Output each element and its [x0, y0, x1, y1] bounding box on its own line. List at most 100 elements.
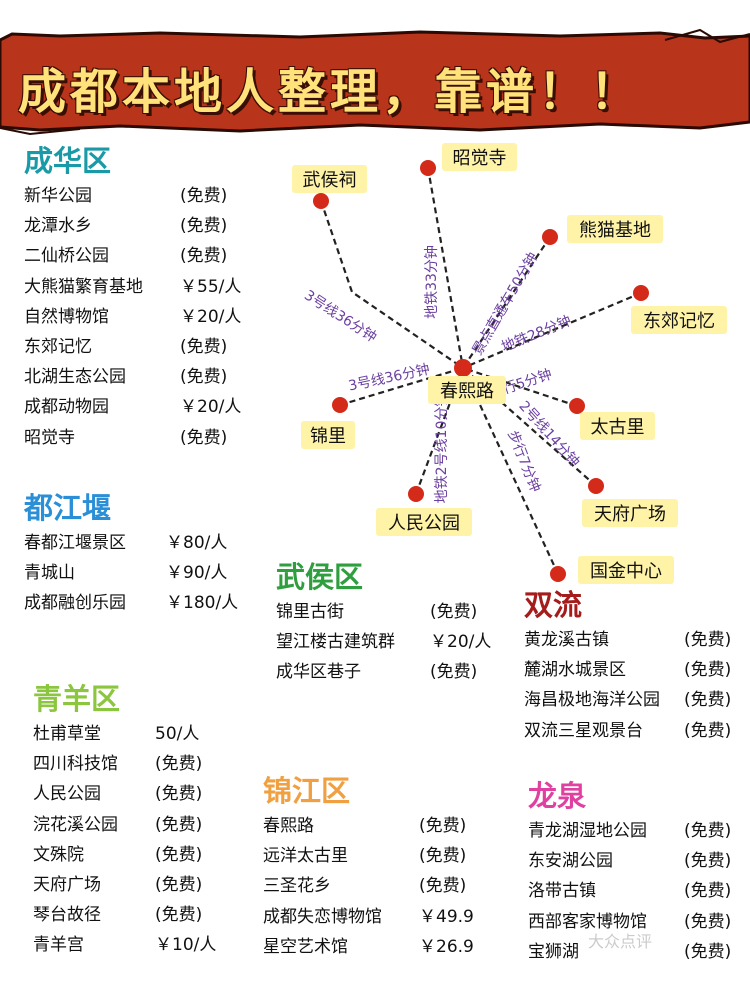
district-chenghua: 成华区 新华公园(免费)龙潭水乡(免费)二仙桥公园(免费)大熊猫繁育基地￥55/… [24, 143, 264, 453]
list-item: 青羊宫 ￥10/人 [33, 930, 253, 960]
destination-node [588, 478, 604, 494]
attraction-price: ￥90/人 [166, 563, 228, 584]
district-longquan: 龙泉 青龙湖湿地公园(免费)东安湖公园(免费)洛带古镇(免费)西部客家博物馆(免… [528, 778, 750, 967]
destination-label: 国金中心 [590, 561, 662, 582]
district-jinjiang: 锦江区 春熙路(免费)远洋太古里(免费) 三圣花乡 (免费) 成都失恋博物馆￥49.9… [263, 773, 503, 962]
district-title: 成华区 [24, 144, 112, 178]
attraction-name: 二仙桥公园 [24, 246, 109, 267]
route-line [462, 367, 597, 487]
list-item: 文殊院(免费) [33, 840, 253, 870]
destination-label-bg [301, 421, 355, 449]
attraction-name: 成都失恋博物馆 [263, 906, 382, 927]
attraction-name: 成都融创乐园 [24, 593, 126, 614]
attraction-price: 50/人 [155, 724, 200, 744]
attraction-price: ￥20/人 [430, 632, 492, 653]
hub-label-bg [428, 376, 506, 404]
attraction-price: ￥180/人 [166, 593, 239, 614]
list-item: 黄龙溪古镇(免费) [524, 625, 750, 655]
destination-label: 东郊记忆 [643, 311, 715, 332]
list-item: 成华区巷子(免费) [276, 657, 516, 687]
attraction-price: (免费) [684, 851, 732, 872]
attraction-name: 自然博物馆 [24, 306, 109, 327]
attraction-price: (免费) [155, 814, 203, 835]
attraction-name: 青城山 [24, 563, 75, 584]
attraction-name: 麓湖水城景区 [524, 660, 626, 681]
attraction-name: 双流三星观景台 [524, 720, 643, 741]
list-item: 东安湖公园 (免费) [528, 846, 750, 876]
list-item: 成都动物园￥20/人 [24, 392, 264, 422]
route-info: 地铁28分钟 [499, 312, 574, 355]
destination-label-bg [292, 165, 367, 193]
list-item: 龙潭水乡(免费) [24, 211, 264, 241]
list-item: 望江楼古建筑群 ￥20/人 [276, 627, 516, 657]
list-item: 北湖生态公园(免费) [24, 362, 264, 392]
list-item: 双流三星观景台(免费) [524, 716, 750, 746]
list-item: 春都江堰景区￥80/人 [24, 528, 264, 558]
district-wuhou: 武侯区 锦里古街(免费)望江楼古建筑群￥20/人成华区巷子(免费) [276, 559, 516, 688]
attraction-name: 大熊猫繁育基地 [24, 276, 143, 297]
district-title: 双流 [524, 588, 583, 622]
attraction-price: (免费) [155, 905, 203, 926]
destination-node [408, 486, 424, 502]
list-item: 昭觉寺(免费) [24, 423, 264, 453]
destination-label: 熊猫基地 [579, 220, 651, 241]
destination-label: 太古里 [591, 417, 645, 438]
attraction-price: (免费) [684, 821, 732, 841]
list-item: 成都失恋博物馆￥49.9 [263, 902, 503, 932]
attraction-name: 海昌极地海洋公园 [524, 690, 660, 711]
attraction-name: 东安湖公园 [528, 851, 613, 872]
list-item: 西部客家博物馆(免费) [528, 907, 750, 937]
list-item: 远洋太古里(免费) [263, 841, 503, 871]
list-item: 浣花溪公园(免费) [33, 810, 253, 840]
attraction-name: 天府广场 [33, 874, 101, 895]
list-item: 麓湖水城景区(免费) [524, 655, 750, 685]
list-item: 春熙路(免费) [263, 811, 503, 841]
attraction-price: (免费) [180, 427, 228, 448]
district-title: 锦江区 [263, 774, 351, 808]
attraction-name: 文殊院 [33, 844, 84, 865]
list-item: 东郊记忆(免费) [24, 332, 264, 362]
attraction-price: (免费) [180, 246, 228, 267]
attraction-price: ￥10/人 [155, 935, 217, 956]
title-banner: 成都本地人整理，靠谱！！ [0, 0, 750, 140]
route-line [462, 236, 551, 369]
destination-label: 武侯祠 [303, 170, 357, 191]
attraction-name: 洛带古镇 [528, 881, 596, 902]
attraction-price: (免费) [180, 186, 228, 206]
district-dujiangyan: 都江堰 春都江堰景区￥80/人青城山￥90/人成都融创乐园￥180/人 [24, 490, 264, 619]
attraction-name: 四川科技馆 [33, 754, 118, 775]
list-item: 四川科技馆(免费) [33, 749, 253, 779]
attraction-price: (免费) [684, 630, 732, 650]
destination-label: 锦里 [310, 426, 346, 447]
attraction-price: (免费) [419, 846, 467, 867]
attraction-name: 青羊宫 [33, 935, 84, 956]
route-line [426, 167, 465, 369]
attraction-name: 春熙路 [263, 816, 314, 836]
destination-node [542, 229, 558, 245]
destination-label-bg [442, 143, 517, 171]
attraction-name: 三圣花乡 [263, 876, 331, 897]
destination-label-bg [580, 412, 655, 440]
destination-node [550, 566, 566, 582]
list-item: 宝狮湖(免费) [528, 937, 750, 967]
attraction-price: (免费) [155, 784, 203, 805]
route-info: 3号线36分钟 [347, 361, 431, 395]
destination-node [313, 193, 329, 209]
district-title: 武侯区 [276, 560, 364, 594]
banner-title: 成都本地人整理，靠谱！！ [18, 64, 643, 120]
destination-label-bg [582, 499, 678, 527]
destination-node [633, 285, 649, 301]
route-line [414, 367, 465, 495]
route-line [462, 367, 559, 575]
attraction-name: 东郊记忆 [24, 336, 92, 357]
list-item: 大熊猫繁育基地￥55/人 [24, 272, 264, 302]
route-info: 2号线14分钟 [515, 398, 583, 471]
attraction-name: 望江楼古建筑群 [276, 632, 395, 653]
attraction-price: ￥20/人 [180, 306, 242, 327]
attraction-name: 成都动物园 [24, 397, 109, 418]
route-info: 3号线36分钟 [301, 287, 380, 346]
attraction-name: 春都江堰景区 [24, 533, 126, 553]
route-info: 步行5分钟 [487, 366, 554, 402]
